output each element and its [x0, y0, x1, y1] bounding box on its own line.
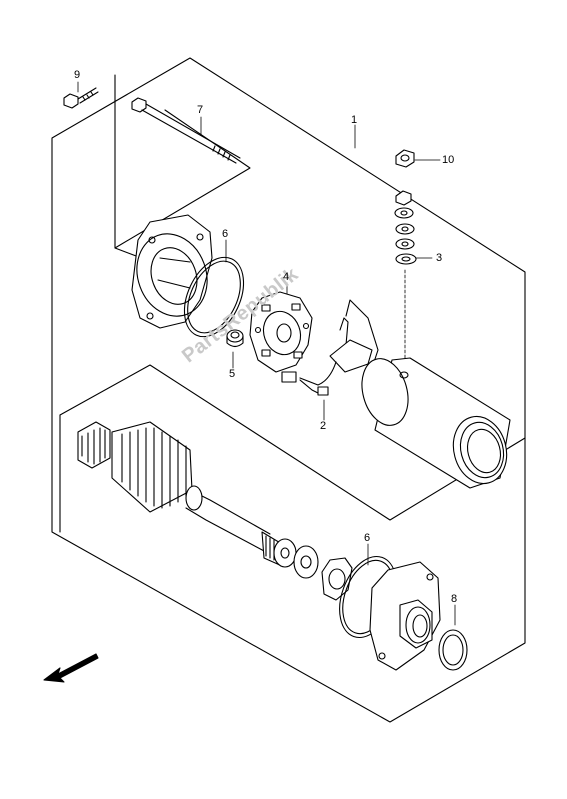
- leader-lines: [77, 81, 456, 626]
- bushing-icon: [226, 329, 244, 348]
- through-bolt-icon: [131, 97, 241, 164]
- assembly-frame: [51, 57, 526, 723]
- callout-8: 8: [451, 593, 458, 605]
- callout-5: 5: [229, 368, 236, 380]
- shaft-washers-icon: [273, 538, 319, 579]
- front-end-cover-icon: [369, 561, 441, 671]
- nut-icon: [395, 149, 415, 168]
- o-ring-icon: [438, 629, 468, 671]
- callout-1: 1: [351, 114, 358, 126]
- callout-4: 4: [283, 271, 290, 283]
- callout-10: 10: [442, 154, 455, 166]
- callout-9: 9: [74, 69, 81, 81]
- front-arrow-icon: [43, 653, 99, 683]
- bolt-icon: [63, 87, 99, 109]
- callout-6-upper: 6: [222, 228, 229, 240]
- yoke-housing-icon: [361, 357, 511, 489]
- o-ring-icon: [183, 256, 245, 338]
- lock-plate-icon: [321, 557, 353, 601]
- callout-2: 2: [320, 420, 327, 432]
- brush-holder-plate-icon: [249, 291, 313, 373]
- armature-icon: [77, 421, 283, 567]
- callout-7: 7: [197, 104, 204, 116]
- callout-3: 3: [436, 252, 443, 264]
- washer-nut-set-icon: [394, 190, 417, 265]
- brush-set-icon: [281, 299, 379, 396]
- callout-6-lower: 6: [364, 532, 371, 544]
- rear-end-cover-icon: [131, 214, 213, 329]
